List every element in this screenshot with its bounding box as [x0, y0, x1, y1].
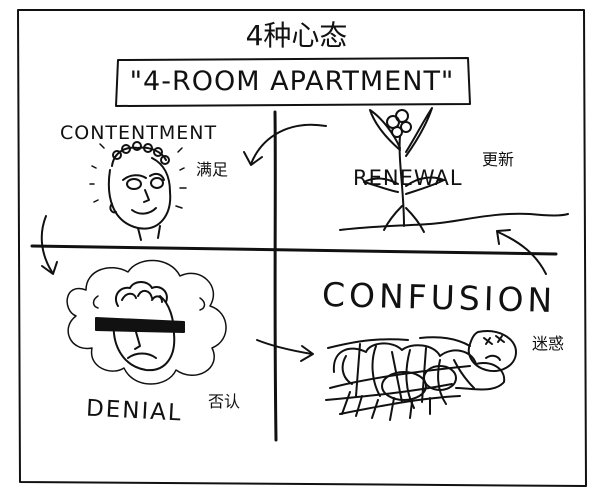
- arrow-renewal-to-contentment: [243, 123, 327, 166]
- outer-frame: [17, 9, 587, 487]
- diagram-title: 4种心态: [245, 19, 348, 52]
- arrow-denial-to-confusion: [256, 339, 314, 362]
- quadrant-dividers: [30, 110, 558, 442]
- banner-box: [115, 57, 471, 107]
- denial-label: Denial: [85, 395, 184, 427]
- contentment-label: Contentment: [60, 122, 218, 144]
- denial-chinese-label: 否认: [208, 392, 241, 411]
- confusion-label: Confusion: [321, 274, 557, 321]
- apartment-banner: "4-Room Apartment": [129, 66, 455, 97]
- renewal-label: Renewal: [353, 166, 463, 190]
- contentment-chinese-label: 满足: [196, 160, 229, 179]
- confusion-chinese-label: 迷惑: [532, 334, 565, 353]
- renewal-plant: [363, 107, 445, 233]
- confusion-scribble: [325, 330, 517, 421]
- renewal-chinese-label: 更新: [482, 150, 515, 169]
- arrow-confusion-to-renewal: [496, 229, 547, 275]
- contentment-face: [89, 141, 187, 241]
- renewal-ground: [339, 212, 569, 231]
- denial-head: [66, 259, 227, 385]
- arrow-contentment-to-denial: [40, 215, 58, 275]
